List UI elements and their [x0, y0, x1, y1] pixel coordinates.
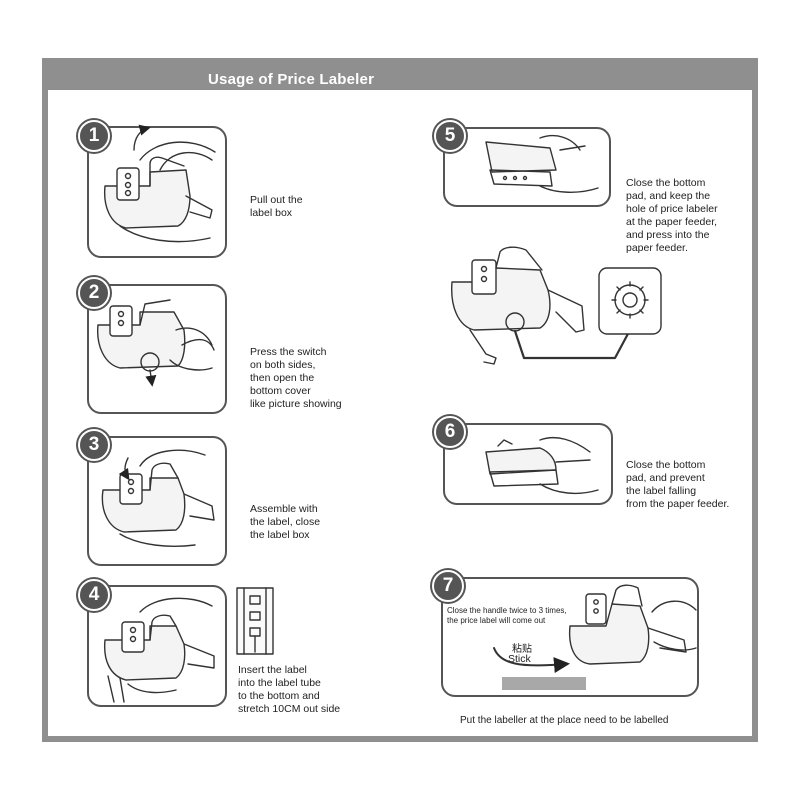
step-5-badge: 5 — [434, 120, 466, 152]
step-3-labeler-drawing — [101, 449, 215, 547]
step-1-labeler-drawing — [103, 124, 216, 243]
stick-label-cn: 粘贴 — [512, 644, 532, 655]
step-6-badge: 6 — [434, 416, 466, 448]
step-5-pad-drawing — [485, 134, 599, 193]
step-4-badge: 4 — [78, 579, 110, 611]
stick-arrow — [493, 647, 570, 674]
step-7-badge: 7 — [432, 570, 464, 602]
step-7-caption: Close the handle twice to 3 times,the pr… — [447, 606, 567, 625]
step-3-badge: 3 — [78, 429, 110, 461]
step-5-labeler-drawing — [451, 246, 662, 365]
sheet-title: Usage of Price Labeler — [208, 71, 375, 88]
step-7-labeler-drawing — [568, 584, 697, 665]
footer-caption: Put the labeller at the place need to be… — [460, 715, 669, 726]
label-target-strip — [502, 677, 586, 690]
step-4-label-tube-drawing — [236, 587, 274, 655]
step-2-labeler-drawing — [97, 299, 215, 387]
step-6-pad-drawing — [485, 436, 599, 495]
step-4-labeler-drawing — [103, 597, 215, 703]
step-1-badge: 1 — [78, 120, 110, 152]
stick-label-en: Stick — [508, 653, 531, 665]
step-2-badge: 2 — [78, 277, 110, 309]
